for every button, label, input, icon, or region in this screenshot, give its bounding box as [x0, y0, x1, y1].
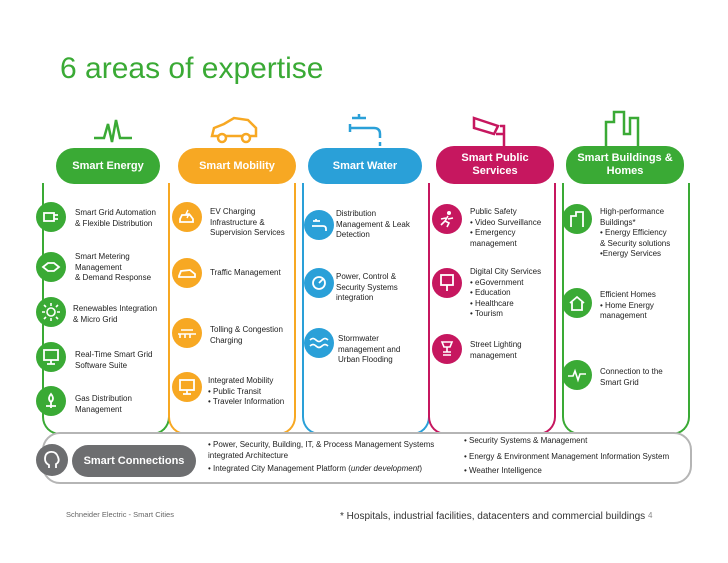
water-item-1: Distribution Management & Leak Detection — [336, 209, 410, 239]
public-item-3: Street Lighting management — [470, 340, 522, 360]
car-icon — [210, 116, 258, 144]
pulse-icon — [562, 360, 592, 390]
energy-item-2: Smart Metering Management & Demand Respo… — [75, 252, 152, 282]
energy-item-4: Real-Time Smart Grid Software Suite — [75, 350, 153, 370]
buildings-item-1: High-performance Buildings* • Energy Eff… — [600, 207, 671, 258]
mobility-item-2: Traffic Management — [210, 268, 281, 277]
monitor-icon — [172, 372, 202, 402]
kiosk-icon — [432, 268, 462, 298]
connections-right-3: • Weather Intelligence — [464, 466, 542, 475]
lamp-icon — [432, 334, 462, 364]
buildings-icon — [604, 110, 640, 146]
toll-icon — [172, 318, 202, 348]
connections-right-2: • Energy & Environment Management Inform… — [464, 452, 670, 461]
runner-icon — [432, 204, 462, 234]
buildings-item-3: Connection to the Smart Grid — [600, 367, 663, 387]
waves-icon — [304, 328, 334, 358]
faucet-icon — [304, 210, 334, 240]
smart-mobility-pill: Smart Mobility — [178, 148, 296, 184]
smart-connections-pill: Smart Connections — [72, 445, 196, 477]
public-item-2: Digital City Services • eGovernment • Ed… — [470, 267, 542, 318]
sun-icon — [36, 297, 66, 327]
energy-item-5: Gas Distribution Management — [75, 394, 132, 414]
ev-charging-icon — [172, 202, 202, 232]
smart-public-services-pill: Smart Public Services — [436, 146, 554, 184]
faucet-icon — [348, 114, 382, 146]
plug-icon — [36, 202, 66, 232]
handshake-icon — [36, 252, 66, 282]
building-icon — [562, 204, 592, 234]
mobility-item-1: EV Charging Infrastructure & Supervision… — [210, 207, 285, 237]
mobility-item-3: Tolling & Congestion Charging — [210, 325, 283, 345]
page-number: 4 — [648, 511, 653, 520]
gas-burner-icon — [36, 386, 66, 416]
control-dial-icon — [304, 268, 334, 298]
connections-right-1: • Security Systems & Management — [464, 436, 588, 445]
smart-water-pill: Smart Water — [308, 148, 422, 184]
house-icon — [562, 288, 592, 318]
connections-middle-1: • Power, Security, Building, IT, & Proce… — [208, 440, 435, 460]
energy-wave-icon — [94, 119, 132, 143]
public-item-1: Public Safety • Video Surveillance • Eme… — [470, 207, 542, 248]
page-title: 6 areas of expertise — [60, 52, 324, 85]
connections-middle-2: • Integrated City Management Platform (u… — [208, 464, 423, 473]
energy-item-3: Renewables Integration & Micro Grid — [73, 304, 158, 324]
water-item-3: Stormwater management and Urban Flooding — [338, 334, 401, 364]
footer-note: * Hospitals, industrial facilities, data… — [340, 511, 646, 522]
footer-company: Schneider Electric - Smart Cities — [66, 510, 174, 519]
smart-energy-pill: Smart Energy — [56, 148, 160, 184]
car-small-icon — [172, 258, 202, 288]
cctv-camera-icon — [472, 116, 506, 146]
energy-item-1: Smart Grid Automation & Flexible Distrib… — [75, 208, 156, 228]
head-icon — [36, 444, 68, 476]
buildings-item-2: Efficient Homes • Home Energy management — [600, 290, 656, 320]
water-item-2: Power, Control & Security Systems integr… — [336, 272, 398, 302]
monitor-icon — [36, 342, 66, 372]
smart-buildings-homes-pill: Smart Buildings & Homes — [566, 146, 684, 184]
mobility-item-4: Integrated Mobility • Public Transit • T… — [208, 376, 285, 406]
